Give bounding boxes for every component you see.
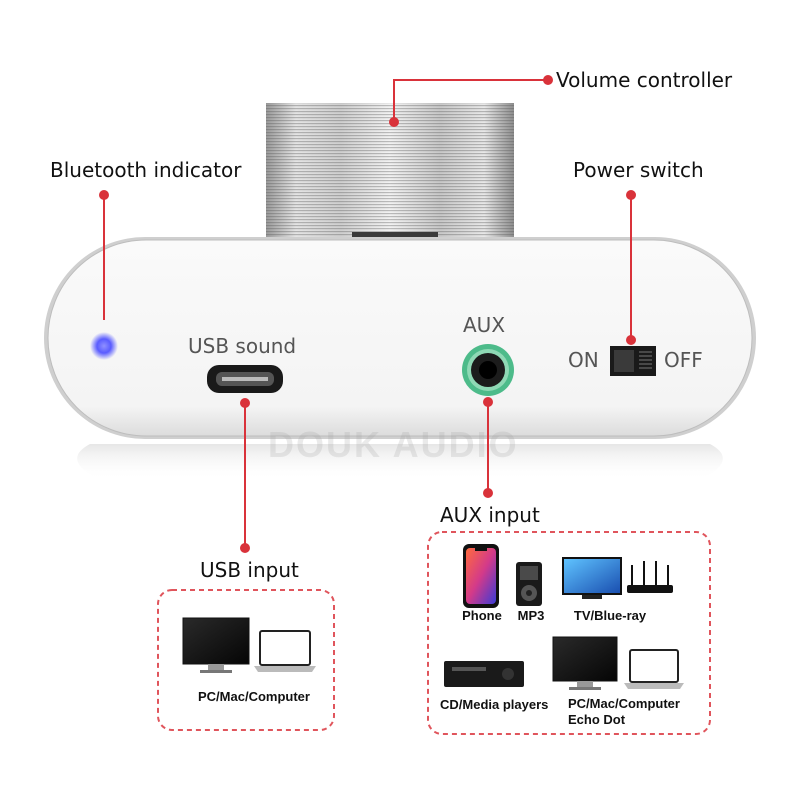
aux-laptop-icon bbox=[624, 649, 684, 689]
bluetooth-indicator-label: Bluetooth indicator bbox=[50, 158, 242, 182]
aux-devices-box bbox=[427, 531, 711, 735]
phone-icon bbox=[463, 544, 499, 608]
usb-sound-label: USB sound bbox=[188, 334, 297, 358]
tv-icon bbox=[562, 557, 622, 599]
router-icon bbox=[627, 561, 673, 593]
bluetooth-led-icon bbox=[90, 332, 118, 360]
echo-dot-label: Echo Dot bbox=[568, 712, 626, 727]
callout-dots bbox=[99, 75, 636, 553]
aux-monitor-icon bbox=[552, 636, 618, 690]
aux-panel-label: AUX bbox=[463, 313, 506, 337]
watermark: DOUK AUDIO bbox=[268, 424, 519, 465]
aux-input-label: AUX input bbox=[440, 503, 540, 527]
off-label: OFF bbox=[664, 348, 703, 372]
phone-label: Phone bbox=[462, 608, 502, 623]
power-switch-label: Power switch bbox=[573, 158, 704, 182]
callout-lines bbox=[103, 79, 632, 548]
micro-usb-port-icon bbox=[207, 365, 283, 393]
usb-monitor-icon bbox=[182, 617, 250, 673]
toggle-switch-icon bbox=[610, 346, 656, 376]
volume-knob bbox=[266, 103, 514, 242]
aux-computer-label: PC/Mac/Computer bbox=[568, 696, 680, 711]
usb-laptop-icon bbox=[254, 630, 316, 672]
audio-jack-icon bbox=[462, 344, 514, 396]
tv-label: TV/Blue-ray bbox=[573, 608, 647, 623]
volume-controller-label: Volume controller bbox=[556, 68, 733, 92]
cd-player-icon bbox=[444, 661, 524, 687]
usb-devices-box bbox=[157, 589, 335, 731]
usb-computer-label: PC/Mac/Computer bbox=[198, 689, 310, 704]
on-label: ON bbox=[568, 348, 599, 372]
mp3-label: MP3 bbox=[517, 608, 545, 623]
usb-input-label: USB input bbox=[200, 558, 299, 582]
cd-label: CD/Media players bbox=[440, 697, 549, 712]
mp3-player-icon bbox=[516, 562, 542, 606]
